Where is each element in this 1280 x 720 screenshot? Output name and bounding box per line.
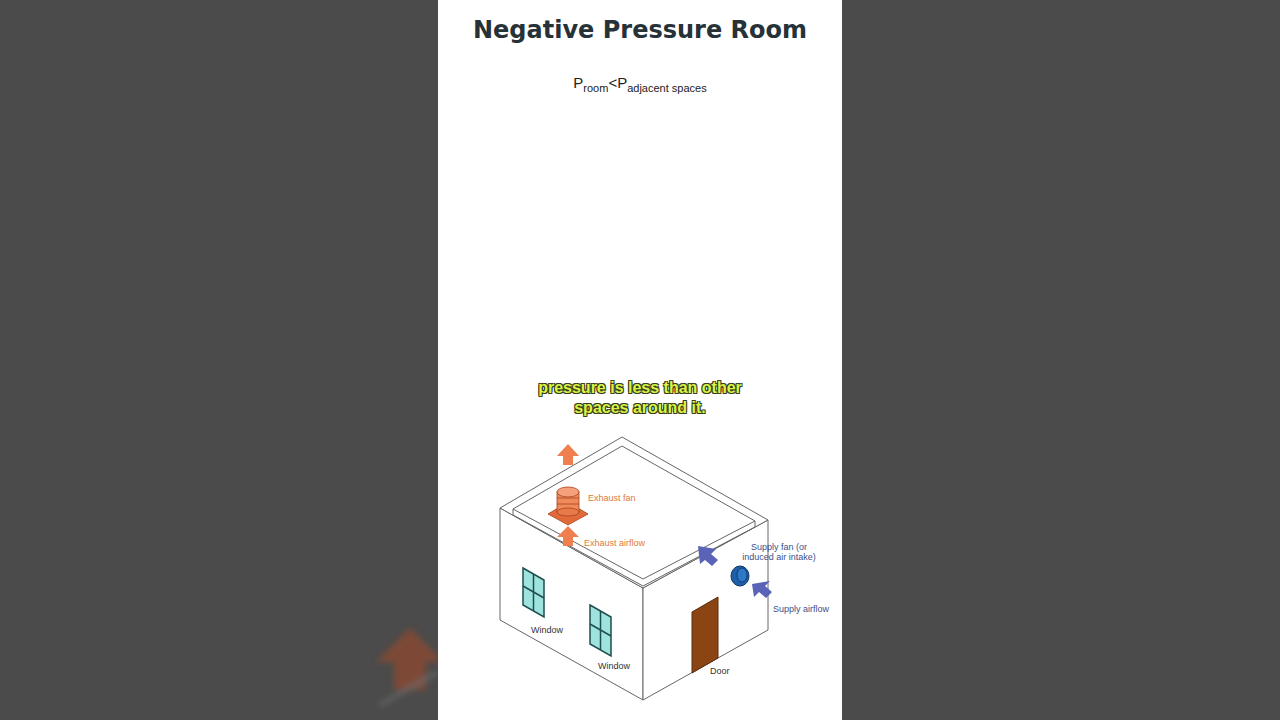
- exhaust-arrow: [557, 444, 579, 546]
- supply-fan-symbol: [731, 566, 749, 586]
- window-symbol: [523, 568, 611, 656]
- door-symbol: [692, 597, 718, 673]
- formula-subscript: adjacent spaces: [627, 82, 707, 94]
- title: Negative Pressure Room: [438, 16, 842, 44]
- room-building: [500, 437, 768, 700]
- blurred-background: [376, 628, 444, 705]
- supply-fan-label: Supply fan (or induced air intake): [736, 542, 822, 562]
- formula-symbol: P: [573, 74, 583, 91]
- subtitle-caption: pressure is less than other spaces aroun…: [515, 378, 765, 418]
- exhaust-airflow-label: Exhaust airflow: [584, 538, 645, 548]
- formula-subscript: room: [583, 82, 608, 94]
- supply-airflow-label: Supply airflow: [773, 604, 829, 614]
- exhaust-fan-label: Exhaust fan: [588, 493, 636, 503]
- formula-symbol: <: [608, 74, 617, 91]
- pressure-formula: Proom<Padjacent spaces: [438, 74, 842, 91]
- white-panel: [438, 0, 842, 720]
- window-label: Window: [531, 625, 563, 635]
- door-label: Door: [710, 666, 730, 676]
- exhaust-fan-symbol: [548, 487, 588, 525]
- formula-symbol: P: [617, 74, 627, 91]
- window-label: Window: [598, 661, 630, 671]
